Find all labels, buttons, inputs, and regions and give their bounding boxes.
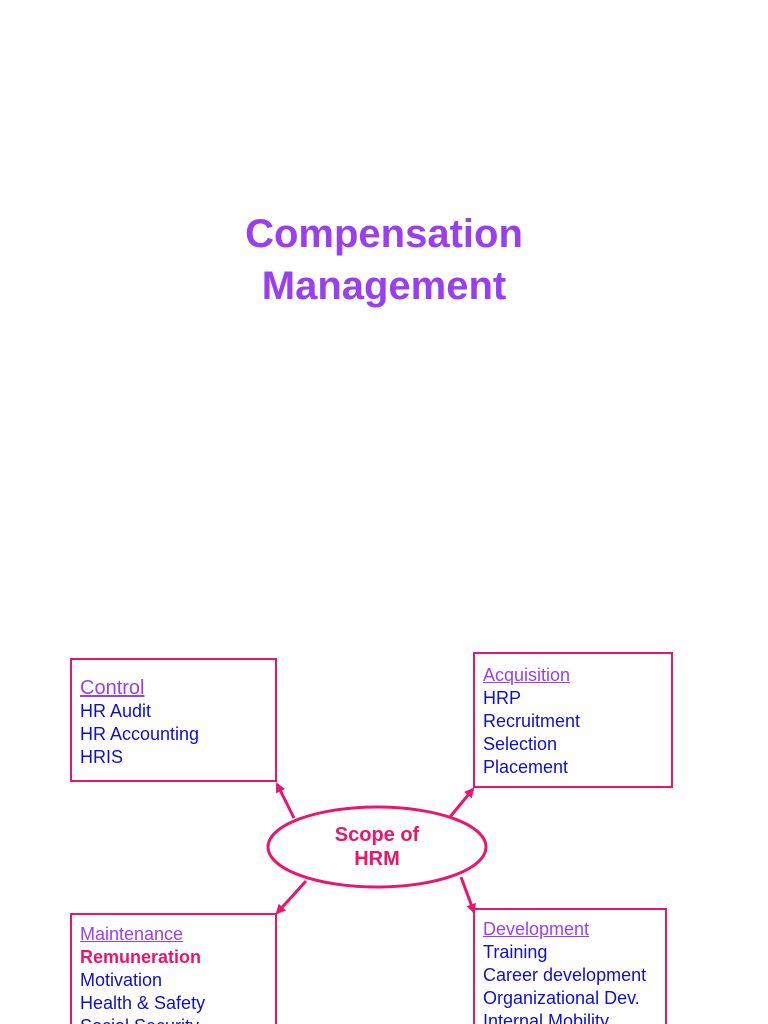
acquisition-item: Placement: [483, 757, 569, 777]
center-label-line-1: Scope of: [334, 824, 420, 846]
acquisition-item: HRP: [483, 688, 522, 708]
arrow-to-maintenance: [275, 879, 308, 915]
control-item: HR Audit: [80, 701, 152, 721]
maintenance-heading: Maintenance: [80, 924, 184, 944]
page-title: Compensation Management: [0, 208, 768, 312]
arrow-to-control: [275, 782, 296, 819]
arrow-to-acquisition: [448, 787, 475, 818]
development-item: Training: [483, 942, 548, 962]
maintenance-item: Health & Safety: [80, 993, 206, 1013]
acquisition-item: Selection: [483, 734, 558, 754]
center-label-line-2: HRM: [354, 848, 400, 870]
control-item: HRIS: [80, 747, 124, 767]
maintenance-item: Social Security: [80, 1015, 267, 1024]
development-item: Career development: [483, 965, 647, 985]
title-line-2: Management: [261, 264, 507, 308]
acquisition-heading: Acquisition: [483, 665, 571, 685]
title-line-1: Compensation: [245, 212, 523, 256]
center-node-label: Scope of HRM: [278, 823, 476, 871]
control-item: HR Accounting: [80, 724, 200, 744]
center-ellipse: [266, 805, 488, 889]
acquisition-item: Recruitment: [483, 711, 581, 731]
arrow-to-development: [459, 876, 476, 914]
development-item: Organizational Dev.: [483, 988, 640, 1008]
control-heading: Control: [80, 677, 145, 699]
maintenance-item-highlighted: Remuneration: [80, 947, 202, 967]
maintenance-item: Motivation: [80, 970, 163, 990]
control-box: Control HR Audit HR Accounting HRIS: [70, 658, 277, 782]
development-heading: Development: [483, 919, 590, 939]
development-box: Development Training Career development …: [473, 908, 667, 1024]
acquisition-box: Acquisition HRP Recruitment Selection Pl…: [473, 652, 673, 788]
maintenance-box: Maintenance Remuneration Motivation Heal…: [70, 913, 277, 1024]
development-item: Internal Mobility: [483, 1011, 610, 1024]
